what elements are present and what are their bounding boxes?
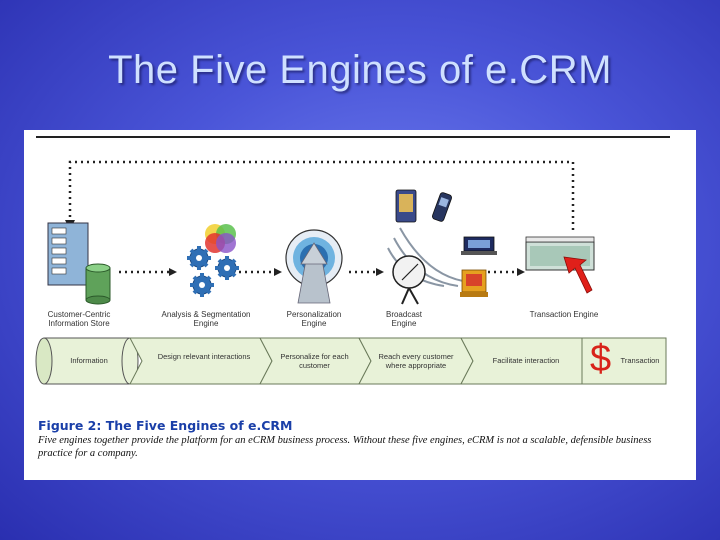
flow-step-2: Personalize for each customer xyxy=(280,352,349,370)
figure-caption-text: Five engines together provide the platfo… xyxy=(38,435,652,459)
monitor-icon xyxy=(460,269,488,297)
diagram-graphics xyxy=(35,136,670,385)
engine-label-transaction: Transaction Engine xyxy=(529,310,599,319)
laptop-icon xyxy=(461,236,497,255)
figure-caption-title: Figure 2: The Five Engines of e.CRM xyxy=(38,418,293,433)
pda-icon xyxy=(395,189,417,223)
engine-label-analysis: Analysis & Segmentation Engine xyxy=(161,310,251,328)
engine-label-info-store: Customer-Centric Information Store xyxy=(47,310,111,328)
figure: Customer-Centric Information Store Analy… xyxy=(24,130,696,480)
flow-step-4: Facilitate interaction xyxy=(492,356,560,365)
transaction-screen-icon xyxy=(525,236,595,271)
information-cylinder xyxy=(35,337,139,385)
flow-start-label: Information xyxy=(70,356,108,365)
gears-icon xyxy=(187,224,239,297)
flow-step-1: Design relevant interactions xyxy=(157,352,251,361)
flow-end-label: Transaction xyxy=(620,356,660,365)
engine-label-personalization: Personalization Engine xyxy=(286,310,342,328)
feedback-loop-line xyxy=(68,160,575,230)
slide-title: The Five Engines of e.CRM xyxy=(108,48,612,92)
engine-label-broadcast: Broadcast Engine xyxy=(385,310,423,328)
transaction-box xyxy=(581,337,667,385)
satellite-dish-icon xyxy=(387,227,471,305)
flow-step-3: Reach every customer where appropriate xyxy=(378,352,454,370)
dollar-icon: $ xyxy=(590,338,612,380)
mobile-phone-icon xyxy=(432,192,452,222)
flow-chevrons xyxy=(129,337,595,385)
target-icon xyxy=(285,229,343,304)
server-database-icon xyxy=(47,222,111,305)
cursor-arrow-icon xyxy=(563,256,593,294)
